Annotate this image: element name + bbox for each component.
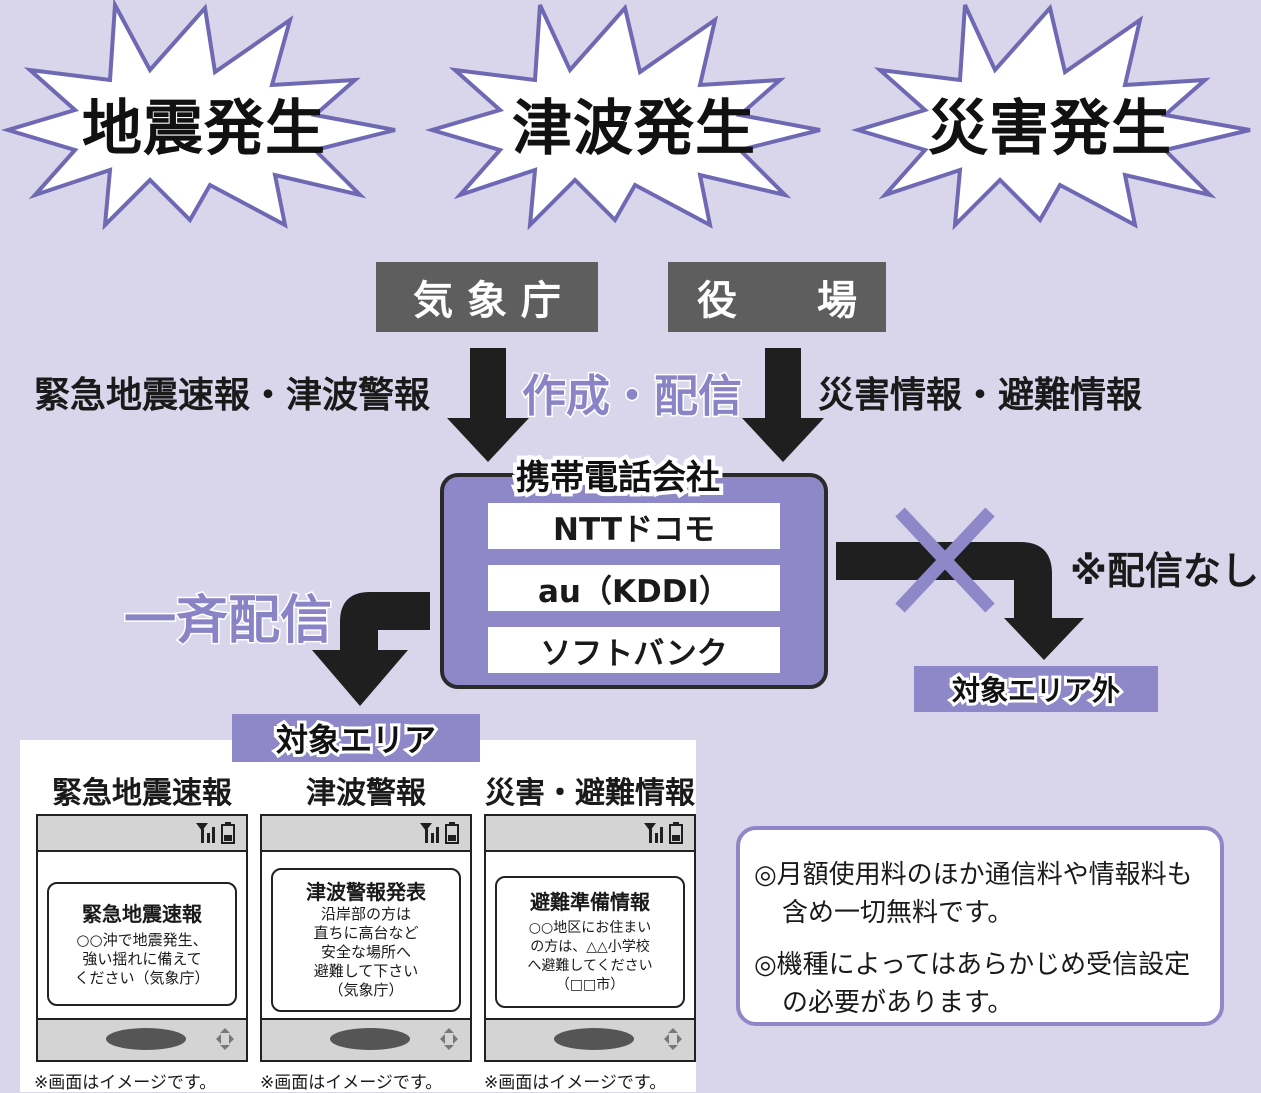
signal-battery-icon	[196, 822, 235, 844]
burst-label-tsunami: 津波発生	[512, 94, 756, 164]
phone-title-evacuation: 災害・避難情報	[485, 776, 695, 811]
target-area-label: 対象エリア	[273, 718, 439, 762]
starburst-disaster	[851, 3, 1251, 230]
label-alerts-left: 緊急地震速報・津波警報	[34, 375, 431, 416]
image-caption: ※画面はイメージです。	[260, 1073, 443, 1093]
source-town-office: 役 場	[668, 262, 886, 332]
phone-keypad	[38, 1018, 246, 1060]
burst-label-earthquake: 地震発生	[82, 94, 326, 164]
arrow-town-down	[742, 348, 824, 462]
alert-message-title: 避難準備情報	[530, 890, 650, 914]
phone-earthquake: 緊急地震速報 ○○沖で地震発生、 強い揺れに備えて ください（気象庁）	[36, 814, 248, 1062]
company-au: au（KDDI）	[488, 565, 780, 611]
target-area-box: 対象エリア	[232, 714, 480, 762]
phone-tsunami: 津波警報発表 沿岸部の方は 直ちに高台など 安全な場所へ 避難して下さい （気象…	[260, 814, 472, 1062]
signal-battery-icon	[644, 822, 683, 844]
image-caption: ※画面はイメージです。	[484, 1073, 667, 1093]
label-alerts-right: 災害情報・避難情報	[818, 375, 1143, 416]
starburst-tsunami	[424, 3, 821, 230]
signal-battery-icon	[420, 822, 459, 844]
carrier-title: 携帯電話会社	[512, 454, 724, 502]
starburst-graphics	[1, 0, 1251, 230]
phone-status-bar	[38, 816, 246, 852]
phone-title-earthquake: 緊急地震速報	[52, 776, 232, 811]
label-no-delivery: ※配信なし	[1070, 549, 1259, 593]
phone-buttons	[106, 1028, 234, 1050]
note-line-3: ◎機種によってはあらかじめ受信設定	[754, 950, 1191, 980]
arrow-jma-down	[447, 348, 529, 462]
notes-box: ◎月額使用料のほか通信料や情報料も 含め一切無料です。 ◎機種によってはあらかじ…	[736, 826, 1224, 1026]
carrier-panel: NTTドコモ au（KDDI） ソフトバンク	[440, 473, 828, 689]
outside-area-box: 対象エリア外	[914, 666, 1158, 712]
label-create-distribute: 作成・配信	[521, 370, 744, 424]
image-caption: ※画面はイメージです。	[34, 1073, 217, 1093]
alert-message-box: 避難準備情報 ○○地区にお住まい の方は、△△小学校 へ避難してください （□□…	[495, 876, 685, 1008]
alert-message-body: ○○沖で地震発生、 強い揺れに備えて ください（気象庁）	[74, 931, 210, 987]
phone-keypad	[486, 1018, 694, 1060]
phone-status-bar	[486, 816, 694, 852]
note-line-2: 含め一切無料です。	[782, 898, 1014, 928]
company-softbank: ソフトバンク	[488, 627, 780, 673]
outside-area-label: 対象エリア外	[949, 671, 1123, 710]
arrow-no-delivery	[836, 542, 1084, 660]
starburst-earthquake	[1, 0, 396, 230]
source-jma: 気 象 庁	[376, 262, 598, 332]
alert-message-body: 沿岸部の方は 直ちに高台など 安全な場所へ 避難して下さい （気象庁）	[313, 905, 419, 999]
note-line-1: ◎月額使用料のほか通信料や情報料も	[754, 860, 1193, 890]
alert-message-box: 緊急地震速報 ○○沖で地震発生、 強い揺れに備えて ください（気象庁）	[47, 882, 237, 1006]
phone-title-tsunami: 津波警報	[306, 776, 426, 811]
note-line-4: の必要があります。	[782, 988, 1014, 1018]
phone-buttons	[330, 1028, 458, 1050]
cross-mark	[895, 507, 995, 613]
label-broadcast: 一斉配信	[122, 590, 333, 653]
company-docomo: NTTドコモ	[488, 503, 780, 549]
phone-status-bar	[262, 816, 470, 852]
phone-keypad	[262, 1018, 470, 1060]
phone-buttons	[554, 1028, 682, 1050]
alert-message-title: 津波警報発表	[306, 880, 426, 904]
burst-label-disaster: 災害発生	[928, 94, 1172, 164]
arrow-broadcast	[312, 592, 430, 706]
alert-message-body: ○○地区にお住まい の方は、△△小学校 へ避難してください （□□市）	[527, 920, 653, 993]
alert-message-title: 緊急地震速報	[82, 902, 202, 926]
phone-evacuation: 避難準備情報 ○○地区にお住まい の方は、△△小学校 へ避難してください （□□…	[484, 814, 696, 1062]
alert-message-box: 津波警報発表 沿岸部の方は 直ちに高台など 安全な場所へ 避難して下さい （気象…	[271, 868, 461, 1012]
